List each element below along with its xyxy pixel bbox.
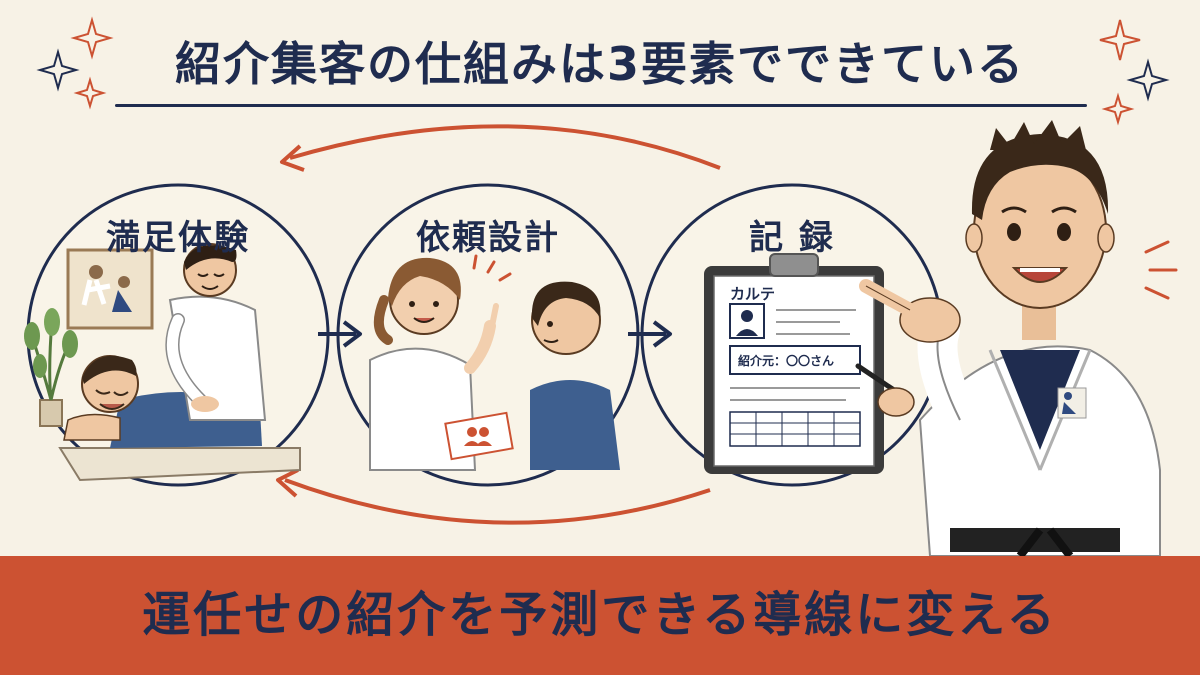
referrer-field: 紹介元：〇〇さん — [738, 354, 835, 368]
step-label-satisfaction: 満足体験 — [106, 218, 250, 258]
bottom-banner: 運任せの紹介を予測できる導線に変える — [0, 556, 1200, 675]
sparkle-icon — [1099, 19, 1141, 61]
feedback-arrow-top — [289, 124, 721, 170]
sparkle-icon — [1126, 58, 1170, 102]
title-underline — [115, 104, 1087, 107]
presenter-illustration — [859, 120, 1178, 559]
arrowhead-icon — [342, 320, 362, 348]
arrowhead-icon — [652, 320, 672, 348]
sparkle-icon — [73, 76, 107, 110]
feedback-arrow-bottom — [284, 478, 711, 525]
sparkle-icon — [70, 16, 114, 60]
sparkle-icon — [1101, 92, 1135, 126]
banner-message: 運任せの紹介を予測できる導線に変える — [142, 587, 1058, 643]
arrowhead-icon — [280, 144, 305, 172]
step-label-request: 依頼設計 — [416, 218, 560, 258]
chart-header: カルテ — [730, 285, 776, 303]
request-scene — [369, 254, 620, 471]
arrowhead-icon — [276, 468, 299, 498]
sparkle-icon — [36, 48, 80, 92]
treatment-scene — [24, 243, 301, 482]
step-label-record: 記 録 — [749, 218, 835, 258]
page-title: 紹介集客の仕組みは3要素でできている — [174, 37, 1025, 91]
clipboard — [704, 253, 915, 474]
